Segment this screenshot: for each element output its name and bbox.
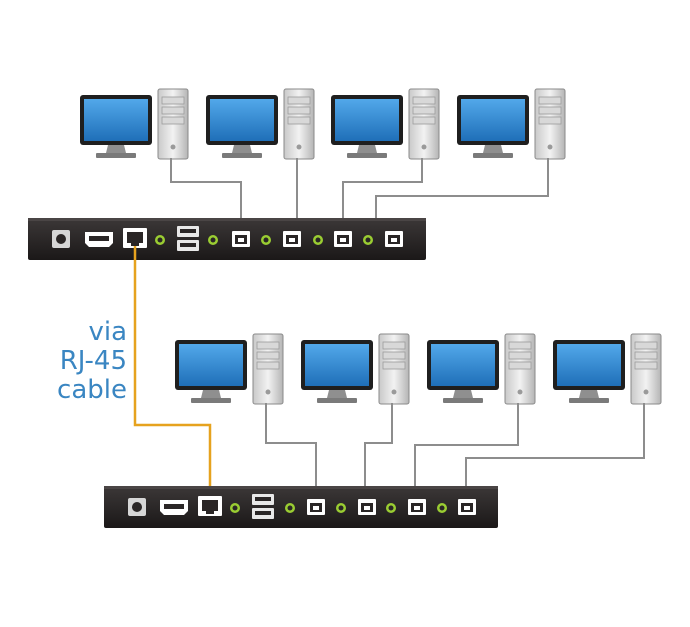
rj45-port-icon bbox=[123, 228, 147, 248]
hdmi-port-icon bbox=[85, 232, 113, 247]
usb-cables bbox=[265, 403, 645, 500]
desktop-computer-icon bbox=[174, 333, 284, 405]
usb-cable bbox=[170, 158, 242, 234]
desktop-computer-icon bbox=[552, 333, 662, 405]
power-jack-icon bbox=[128, 498, 146, 516]
caption-line-2: RJ-45 bbox=[60, 346, 127, 376]
power-jack-icon bbox=[52, 230, 70, 248]
usb-b-port-icon bbox=[307, 499, 325, 515]
led-indicator bbox=[155, 235, 165, 245]
usb-b-port-icon bbox=[458, 499, 476, 515]
desktop-computer-icon bbox=[456, 88, 566, 160]
usb-cable bbox=[342, 158, 423, 234]
switch-unit-2 bbox=[104, 333, 662, 528]
usb-b-port-icon bbox=[232, 231, 250, 247]
usb-b-port-icon bbox=[385, 231, 403, 247]
rj45-cable bbox=[133, 246, 212, 499]
usb-cable bbox=[375, 158, 549, 234]
led-indicator bbox=[336, 503, 346, 513]
usb-a-port-icon bbox=[252, 494, 274, 519]
usb-cable bbox=[364, 403, 393, 500]
usb-cable bbox=[465, 403, 645, 500]
led-indicator bbox=[208, 235, 218, 245]
caption-line-3: cable bbox=[57, 375, 127, 405]
led-indicator bbox=[285, 503, 295, 513]
usb-cable bbox=[414, 403, 519, 500]
usb-b-port-icon bbox=[334, 231, 352, 247]
desktop-computer-icon bbox=[330, 88, 440, 160]
usb-a-port-icon bbox=[177, 226, 199, 251]
caption-line-1: via bbox=[88, 317, 127, 347]
led-indicator bbox=[230, 503, 240, 513]
usb-b-port-icon bbox=[408, 499, 426, 515]
usb-cable bbox=[265, 403, 317, 500]
desktop-computer-icon bbox=[300, 333, 410, 405]
desktop-computer-icon bbox=[79, 88, 189, 160]
led-indicator bbox=[386, 503, 396, 513]
usb-b-port-icon bbox=[358, 499, 376, 515]
led-indicator bbox=[363, 235, 373, 245]
led-indicator bbox=[261, 235, 271, 245]
usb-cables bbox=[170, 158, 549, 234]
usb-b-port-icon bbox=[283, 231, 301, 247]
desktop-computer-icon bbox=[205, 88, 315, 160]
hdmi-port-icon bbox=[160, 500, 188, 515]
switch-unit-1 bbox=[28, 88, 566, 260]
desktop-computer-icon bbox=[426, 333, 536, 405]
led-indicator bbox=[437, 503, 447, 513]
led-indicator bbox=[313, 235, 323, 245]
rj45-port-icon bbox=[198, 496, 222, 516]
